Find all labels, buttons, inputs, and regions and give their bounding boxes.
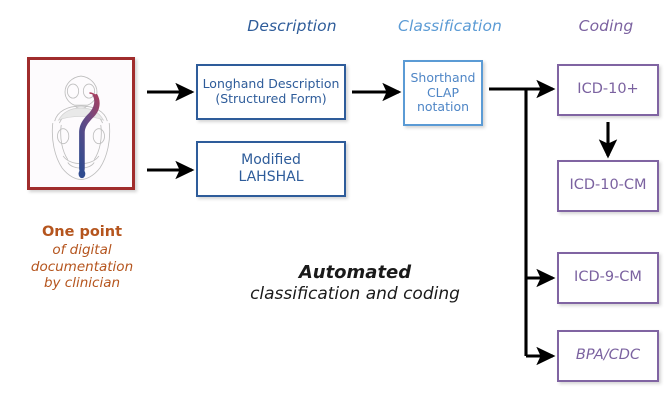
box-icd10plus-label: ICD-10+	[577, 81, 639, 98]
annotation-one-point-strong: One point	[41, 224, 123, 240]
box-longhand-line1: Longhand Description	[202, 76, 340, 92]
cleft-tract-shape	[79, 93, 100, 175]
box-lahshal-line2: LAHSHAL	[238, 169, 304, 185]
annotation-automated-line2: classification and coding	[250, 284, 460, 305]
cleft-palate-illustration-icon	[51, 75, 111, 180]
annotation-one-point-of-digital-documentation: One point of digital documentation by cl…	[8, 224, 156, 292]
box-modified-lahshal[interactable]: Modified LAHSHAL	[196, 141, 346, 197]
box-icd-10-plus[interactable]: ICD-10+	[557, 64, 659, 116]
annotation-automated-strong: Automated	[298, 262, 412, 283]
annotation-one-point-line4: by clinician	[43, 275, 121, 292]
box-lahshal-text: Modified LAHSHAL	[238, 152, 303, 185]
box-clap-line1: Shorthand	[410, 69, 476, 85]
clinical-image-frame	[27, 57, 135, 190]
box-longhand-text: Longhand Description (Structured Form)	[202, 76, 340, 107]
box-icd9cm-label: ICD-9-CM	[574, 269, 642, 286]
box-icd-9-cm[interactable]: ICD-9-CM	[557, 252, 659, 304]
box-icd-10-cm[interactable]: ICD-10-CM	[557, 160, 659, 212]
box-bpa-cdc[interactable]: BPA/CDC	[557, 330, 659, 382]
box-clap-text: Shorthand CLAP notation	[410, 69, 476, 115]
box-clap-line3: notation	[416, 99, 470, 115]
annotation-automated-classification-and-coding: Automated classification and coding	[190, 262, 520, 305]
annotation-one-point-line2: of digital	[52, 241, 112, 258]
box-bpacdc-label: BPA/CDC	[575, 347, 641, 364]
column-header-description: Description	[247, 17, 337, 35]
annotation-one-point-line3: documentation	[30, 258, 134, 275]
box-shorthand-clap-notation[interactable]: Shorthand CLAP notation	[403, 60, 483, 126]
box-longhand-line2: (Structured Form)	[215, 91, 327, 106]
box-longhand-description[interactable]: Longhand Description (Structured Form)	[196, 64, 346, 120]
column-header-classification: Classification	[398, 17, 502, 35]
box-icd10cm-label: ICD-10-CM	[569, 177, 647, 194]
column-header-coding: Coding	[578, 17, 634, 35]
box-lahshal-line1: Modified	[241, 152, 301, 169]
box-clap-line2: CLAP	[426, 84, 460, 100]
